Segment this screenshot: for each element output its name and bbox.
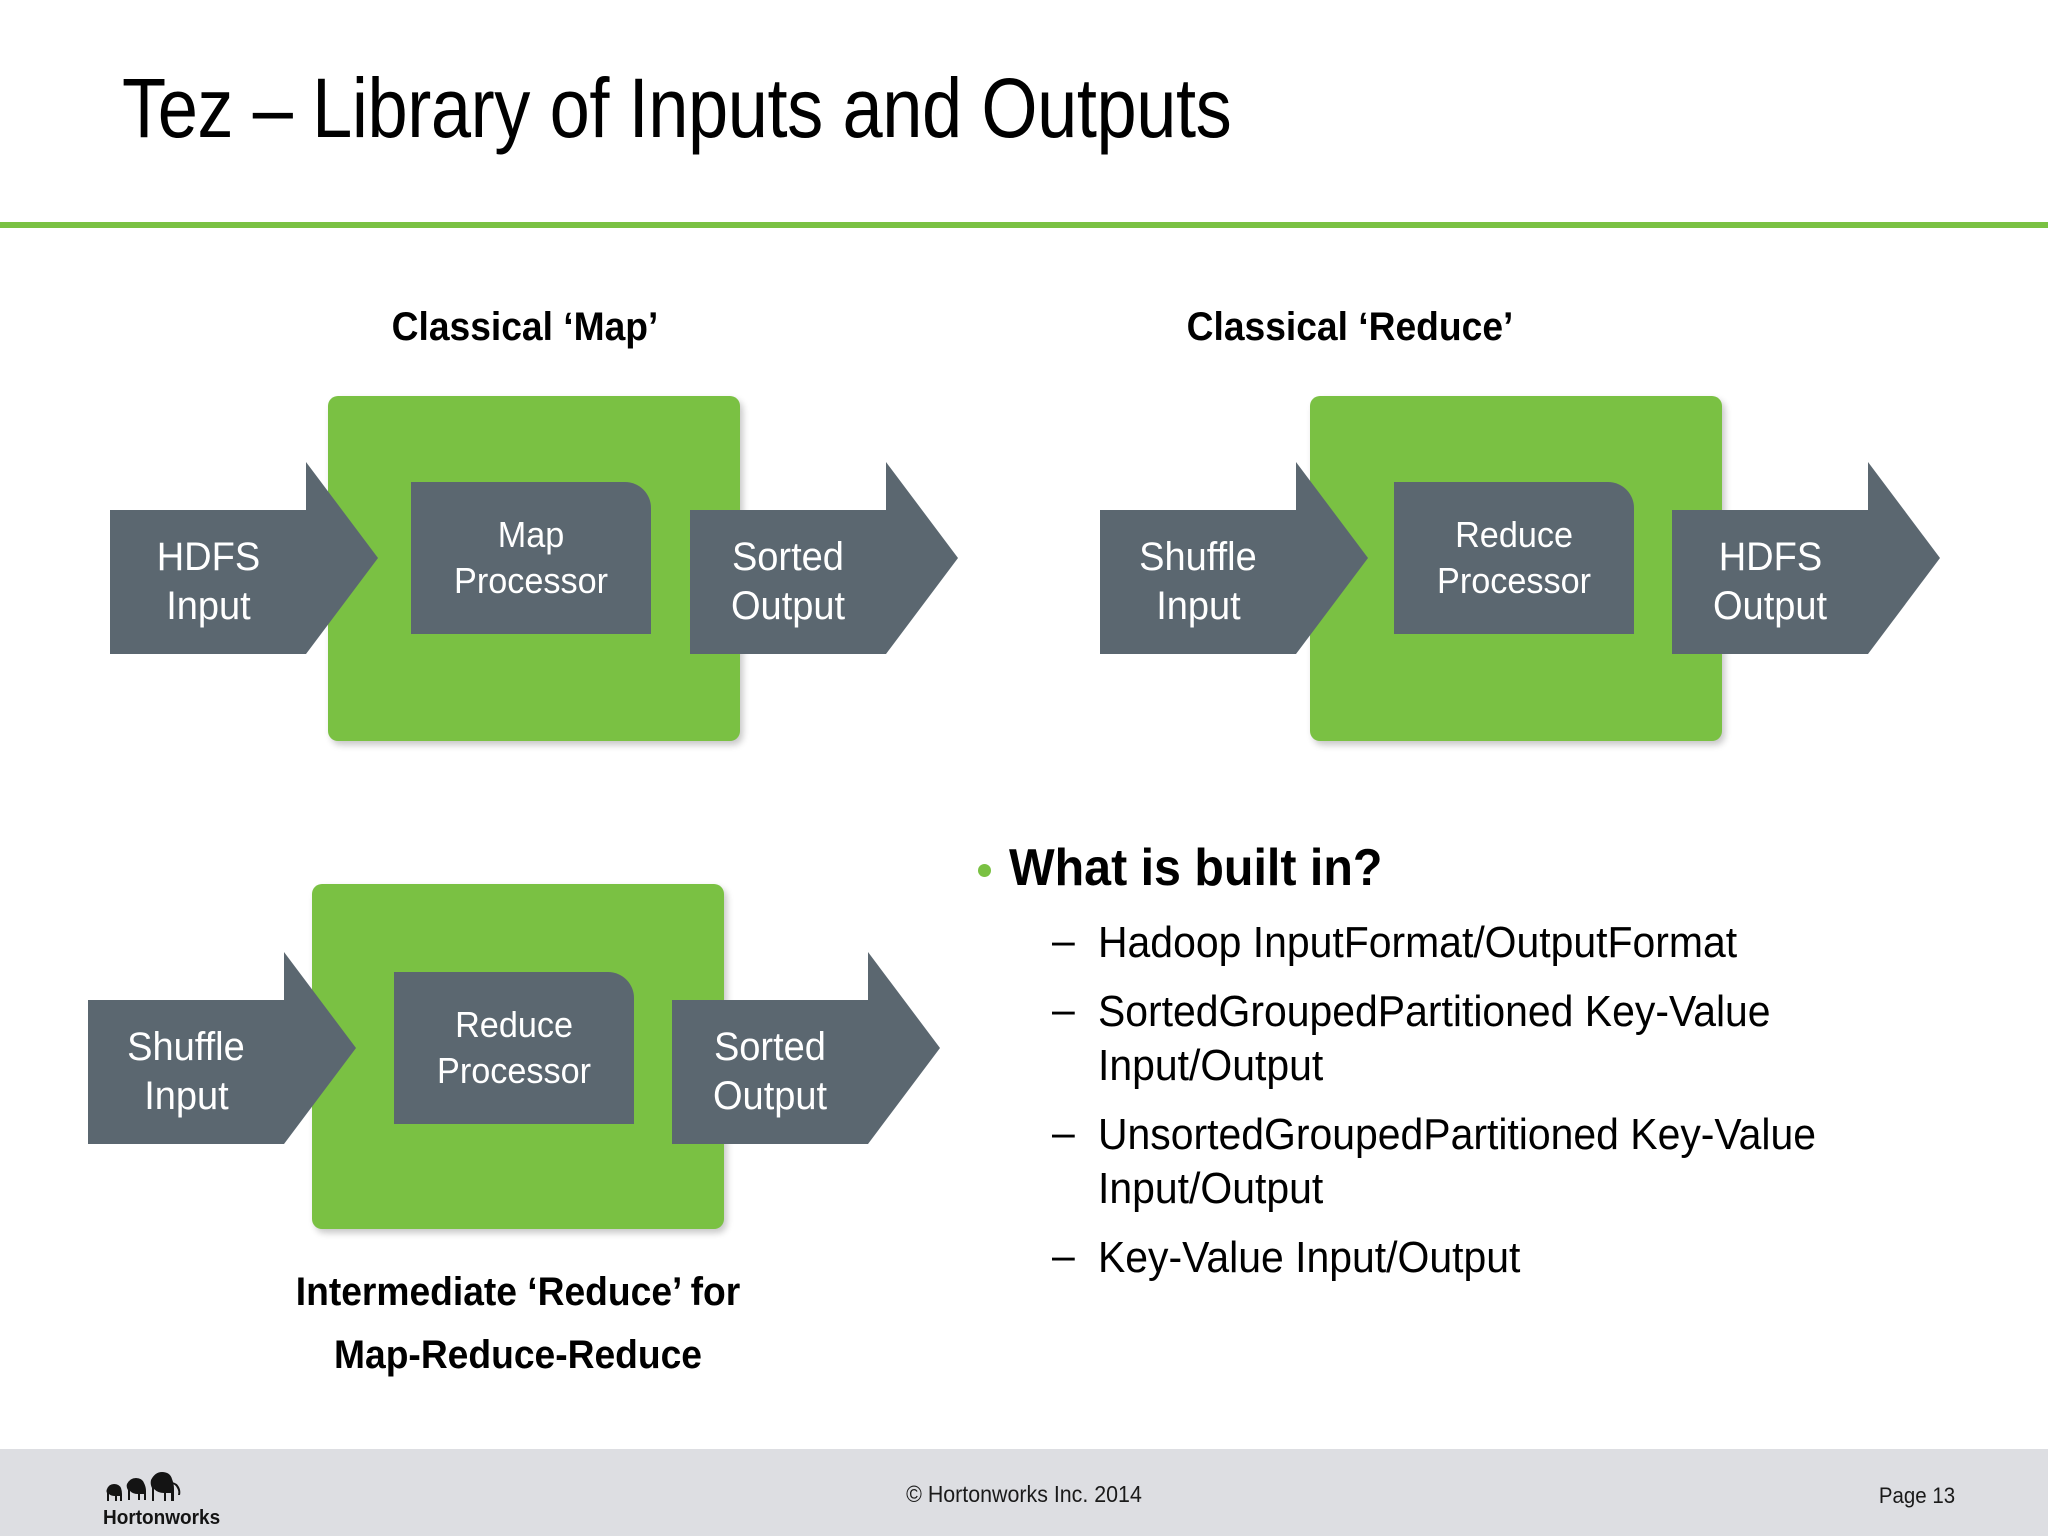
list-item-label: Key-Value Input/Output [1098, 1232, 1521, 1282]
processor-label-line1: Reduce [455, 1004, 573, 1046]
arrow-hdfs-input: HDFS Input [110, 462, 378, 654]
footer-copyright: © Hortonworks Inc. 2014 [906, 1481, 1142, 1507]
footer-page-number: Page 13 [1878, 1483, 1956, 1508]
processor-label-line1: Map [497, 514, 565, 556]
arrow-hdfs-output: HDFS Output [1672, 462, 1940, 654]
arrow-label-line1: Shuffle [127, 1025, 245, 1070]
list-item-label: UnsortedGroupedPartitioned Key-Value Inp… [1098, 1109, 1817, 1214]
builtin-list: What is built in? – Hadoop InputFormat/O… [978, 838, 1998, 1299]
arrow-head-icon [1296, 462, 1368, 654]
arrow-head-icon [284, 952, 356, 1144]
dash-bullet-icon: – [1052, 916, 1075, 965]
processor-label-line2: Processor [1437, 560, 1591, 601]
hortonworks-logo: Hortonworks [103, 1468, 273, 1530]
arrow-label-line2: Output [712, 1074, 828, 1118]
processor-box-intermediate: Reduce Processor [394, 972, 634, 1124]
processor-label-line2: Processor [437, 1050, 591, 1091]
arrow-label-line2: Input [1155, 584, 1241, 628]
arrow-head-icon [306, 462, 378, 654]
arrow-label-line2: Output [730, 584, 846, 628]
dash-bullet-icon: – [1052, 984, 1075, 1034]
list-item: – SortedGroupedPartitioned Key-Value Inp… [1052, 985, 1998, 1094]
diagram-caption-classical-reduce: Classical ‘Reduce’ [1186, 305, 1514, 349]
processor-label-line1: Reduce [1455, 514, 1573, 556]
list-item-label: Hadoop InputFormat/OutputFormat [1098, 918, 1738, 967]
arrow-sorted-output: Sorted Output [690, 462, 958, 654]
processor-box-reduce: Reduce Processor [1394, 482, 1634, 634]
diagram-caption-intermediate-line1: Intermediate ‘Reduce’ for [295, 1270, 741, 1314]
dash-bullet-icon: – [1052, 1107, 1075, 1157]
list-item: – Key-Value Input/Output [1052, 1231, 1998, 1286]
footer-bar [0, 1449, 2048, 1536]
list-item: – Hadoop InputFormat/OutputFormat [1052, 916, 1998, 971]
arrow-head-icon [1868, 462, 1940, 654]
diagram-caption-classical-map: Classical ‘Map’ [391, 305, 659, 349]
arrow-label-line2: Input [143, 1074, 229, 1118]
builtin-heading: What is built in? [978, 838, 1998, 898]
dash-bullet-icon: – [1052, 1230, 1075, 1280]
page-title: Tez – Library of Inputs and Outputs [122, 61, 1232, 155]
diagram-caption-intermediate-line2: Map-Reduce-Reduce [334, 1333, 702, 1377]
arrow-head-icon [886, 462, 958, 654]
bullet-dot-icon [978, 864, 991, 877]
arrow-label-line1: Sorted [732, 535, 844, 580]
arrow-shuffle-input: Shuffle Input [1100, 462, 1368, 654]
elephant-icons [106, 1472, 181, 1501]
arrow-label-line1: Shuffle [1139, 535, 1257, 580]
arrow-label-line1: HDFS [156, 535, 260, 580]
builtin-heading-label: What is built in? [1009, 839, 1383, 897]
arrow-label-line1: Sorted [714, 1025, 826, 1070]
arrow-sorted-output-intermediate: Sorted Output [672, 952, 940, 1144]
arrow-shuffle-input-intermediate: Shuffle Input [88, 952, 356, 1144]
arrow-label-line1: HDFS [1718, 535, 1822, 580]
list-item: – UnsortedGroupedPartitioned Key-Value I… [1052, 1108, 1998, 1217]
list-item-label: SortedGroupedPartitioned Key-Value Input… [1098, 986, 1771, 1091]
logo-wordmark: Hortonworks [103, 1507, 220, 1530]
processor-label-line2: Processor [454, 560, 608, 601]
processor-box-map: Map Processor [411, 482, 651, 634]
arrow-head-icon [868, 952, 940, 1144]
arrow-label-line2: Input [165, 584, 251, 628]
arrow-label-line2: Output [1712, 584, 1828, 628]
title-divider [0, 222, 2048, 228]
